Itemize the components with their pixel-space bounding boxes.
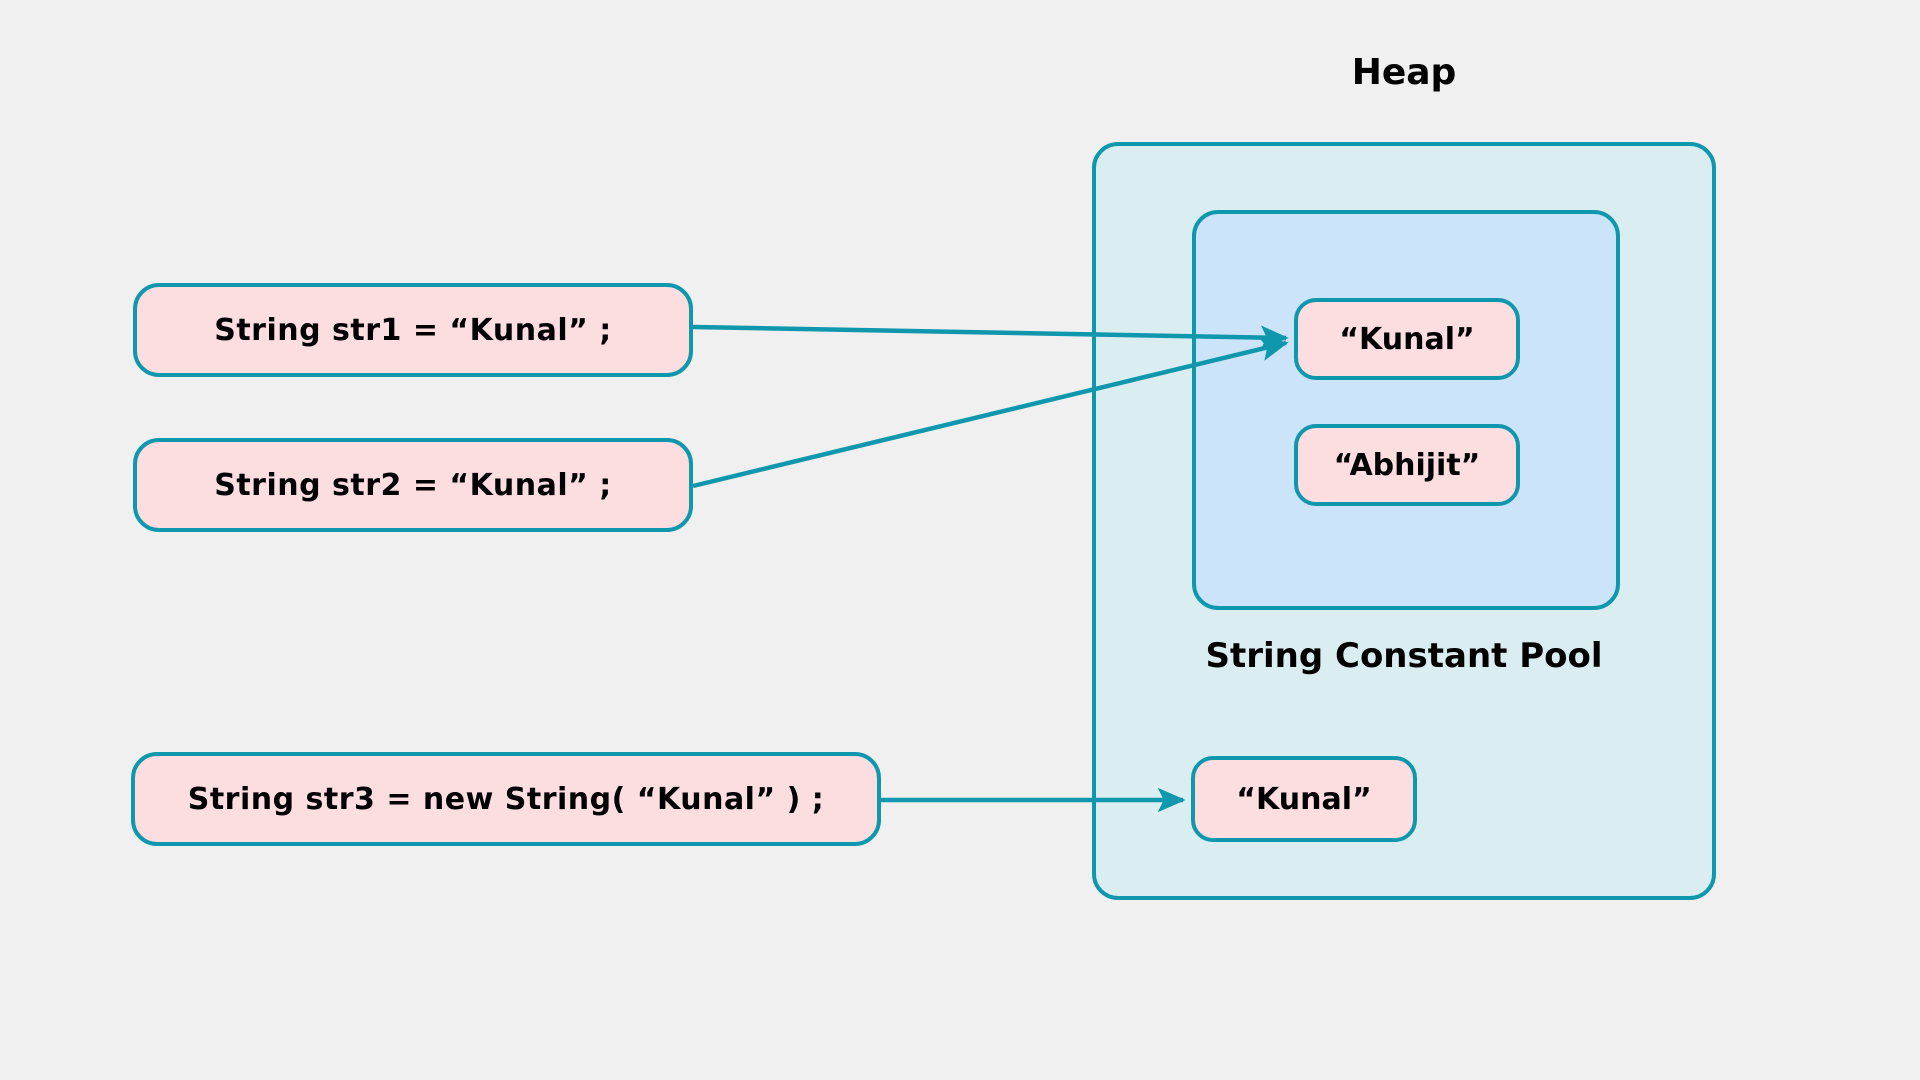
statement-box-str1: String str1 = “Kunal” ;	[133, 283, 693, 377]
statement-box-str2: String str2 = “Kunal” ;	[133, 438, 693, 532]
string-constant-pool-label: String Constant Pool	[1205, 636, 1603, 676]
pool-value-box: “Kunal”	[1294, 298, 1520, 380]
statement-box-str3: String str3 = new String( “Kunal” ) ;	[131, 752, 881, 846]
heap-object-box: “Kunal”	[1191, 756, 1417, 842]
pool-value-box: “Abhijit”	[1294, 424, 1520, 506]
heap-title: Heap	[1351, 52, 1457, 93]
string-constant-pool-container	[1192, 210, 1620, 610]
